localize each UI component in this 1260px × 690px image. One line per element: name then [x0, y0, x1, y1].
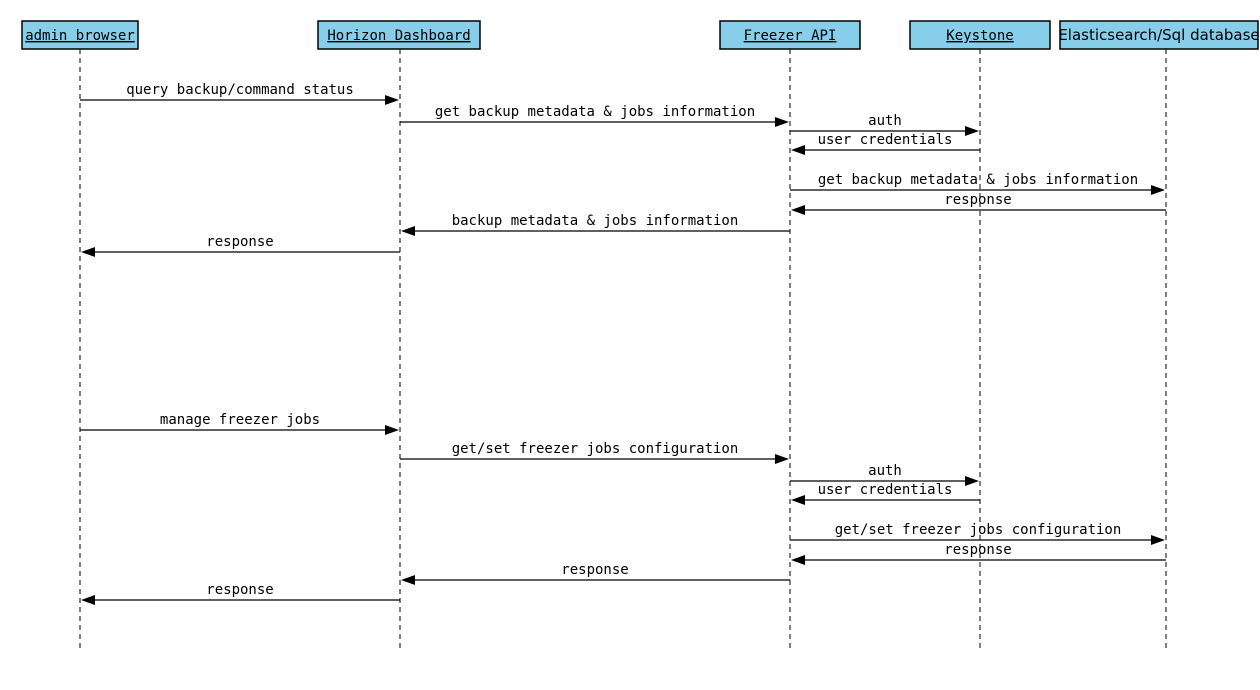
message-8-manage-freezer-jobs: manage freezer jobs	[80, 412, 399, 435]
message-arrowhead-icon	[1151, 185, 1165, 195]
actor-label-horizon-dashboard: Horizon Dashboard	[327, 28, 470, 44]
message-label: response	[206, 582, 273, 598]
message-arrowhead-icon	[965, 476, 979, 486]
message-7-response: response	[81, 234, 400, 257]
message-arrowhead-icon	[791, 205, 805, 215]
actor-label-keystone: Keystone	[946, 28, 1013, 44]
actor-box-horizon-dashboard	[317, 20, 481, 50]
message-arrowhead-icon	[401, 575, 415, 585]
message-3-user-credentials: user credentials	[791, 132, 980, 155]
message-10-auth: auth	[790, 463, 979, 486]
message-arrowhead-icon	[81, 247, 95, 257]
message-4-get-backup-metadata-jobs-information: get backup metadata & jobs information	[790, 172, 1165, 195]
message-label: auth	[868, 463, 902, 479]
actor-box-elasticsearch-sql-database	[1059, 20, 1259, 50]
message-label: auth	[868, 113, 902, 129]
message-arrowhead-icon	[775, 454, 789, 464]
message-arrowhead-icon	[385, 95, 399, 105]
message-label: response	[206, 234, 273, 250]
message-label: get/set freezer jobs configuration	[835, 522, 1122, 538]
message-arrowhead-icon	[791, 145, 805, 155]
actor-freezer-api: Freezer API	[719, 20, 861, 650]
message-label: backup metadata & jobs information	[452, 213, 739, 229]
message-arrowhead-icon	[1151, 535, 1165, 545]
actor-box-keystone	[909, 20, 1051, 50]
message-arrowhead-icon	[775, 117, 789, 127]
message-0-query-backup-command-status: query backup/command status	[80, 82, 399, 105]
message-arrowhead-icon	[791, 555, 805, 565]
message-arrowhead-icon	[965, 126, 979, 136]
message-arrowhead-icon	[791, 495, 805, 505]
message-label: get backup metadata & jobs information	[435, 104, 755, 120]
message-15-response: response	[81, 582, 400, 605]
message-label: response	[561, 562, 628, 578]
message-5-response: response	[791, 192, 1166, 215]
actor-box-admin-browser	[21, 20, 139, 50]
message-label: manage freezer jobs	[160, 412, 320, 428]
actor-label-admin-browser: admin browser	[25, 28, 135, 44]
actor-keystone: Keystone	[909, 20, 1051, 650]
message-label: response	[944, 192, 1011, 208]
message-label: user credentials	[818, 482, 953, 498]
message-arrowhead-icon	[385, 425, 399, 435]
message-label: get/set freezer jobs configuration	[452, 441, 739, 457]
message-13-response: response	[791, 542, 1166, 565]
message-11-user-credentials: user credentials	[791, 482, 980, 505]
actor-horizon-dashboard: Horizon Dashboard	[317, 20, 481, 650]
actor-elasticsearch-sql-database: Elasticsearch/Sql database	[1058, 20, 1260, 650]
actor-label-freezer-api: Freezer API	[744, 28, 837, 44]
message-14-response: response	[401, 562, 790, 585]
message-arrowhead-icon	[401, 226, 415, 236]
message-label: user credentials	[818, 132, 953, 148]
actor-label-elasticsearch-sql-database: Elasticsearch/Sql database	[1058, 26, 1259, 44]
message-1-get-backup-metadata-jobs-information: get backup metadata & jobs information	[400, 104, 789, 127]
actor-box-freezer-api	[719, 20, 861, 50]
message-label: get backup metadata & jobs information	[818, 172, 1138, 188]
message-label: response	[944, 542, 1011, 558]
actor-admin-browser: admin browser	[21, 20, 139, 650]
message-9-get-set-freezer-jobs-configuration: get/set freezer jobs configuration	[400, 441, 789, 464]
message-12-get-set-freezer-jobs-configuration: get/set freezer jobs configuration	[790, 522, 1165, 545]
message-label: query backup/command status	[126, 82, 354, 98]
message-6-backup-metadata-jobs-information: backup metadata & jobs information	[401, 213, 790, 236]
message-2-auth: auth	[790, 113, 979, 136]
message-arrowhead-icon	[81, 595, 95, 605]
